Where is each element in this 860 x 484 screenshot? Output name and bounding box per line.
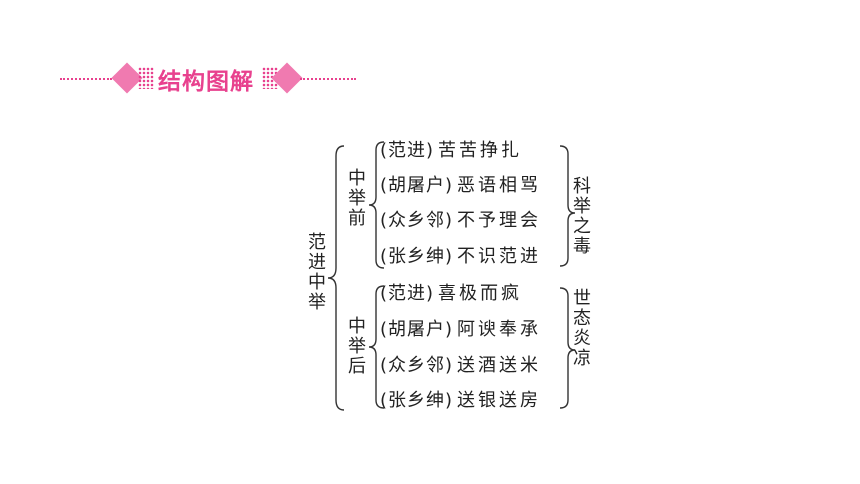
row-action: 送银送房	[457, 390, 542, 411]
list-item: (范进)喜极而疯	[380, 282, 522, 306]
dot-grid-icon	[138, 67, 154, 89]
section-header: 结构图解	[0, 0, 860, 120]
summary-label-pre-exam: 科举之毒	[570, 176, 591, 256]
group-label-post-exam: 中举后	[345, 316, 366, 376]
list-item: (胡屠户)恶语相骂	[380, 174, 541, 198]
row-action: 苦苦挣扎	[438, 140, 523, 161]
list-item: (范进)苦苦挣扎	[380, 139, 522, 163]
group-label-pre-exam: 中举前	[345, 168, 366, 228]
list-item: (众乡邻)送酒送米	[380, 354, 541, 378]
group-pre-summary-brace	[559, 145, 576, 267]
row-subject: (范进)	[380, 140, 435, 161]
group-post-brace	[368, 285, 385, 409]
header-dashed-line-left	[60, 78, 112, 80]
group-post-summary-brace	[559, 287, 576, 409]
section-title: 结构图解	[158, 69, 254, 95]
list-item: (张乡绅)不识范进	[380, 245, 541, 269]
list-item: (张乡绅)送银送房	[380, 389, 541, 413]
row-subject: (张乡绅)	[380, 390, 454, 411]
row-action: 恶语相骂	[457, 175, 542, 196]
row-action: 不识范进	[457, 246, 542, 267]
row-subject: (胡屠户)	[380, 319, 454, 340]
row-subject: (众乡邻)	[380, 210, 454, 231]
group-pre-brace	[368, 141, 385, 269]
row-subject: (范进)	[380, 283, 435, 304]
dot-grid-icon	[262, 67, 278, 89]
summary-label-post-exam: 世态炎凉	[570, 288, 591, 368]
row-subject: (胡屠户)	[380, 175, 454, 196]
row-action: 不予理会	[457, 210, 542, 231]
list-item: (众乡邻)不予理会	[380, 209, 541, 233]
root-brace	[327, 145, 345, 411]
row-subject: (众乡邻)	[380, 355, 454, 376]
row-action: 喜极而疯	[438, 283, 523, 304]
root-label: 范进中举	[305, 232, 326, 312]
row-action: 送酒送米	[457, 355, 542, 376]
row-subject: (张乡绅)	[380, 246, 454, 267]
header-dashed-line-right	[300, 78, 356, 80]
row-action: 阿谀奉承	[457, 319, 542, 340]
list-item: (胡屠户)阿谀奉承	[380, 318, 541, 342]
